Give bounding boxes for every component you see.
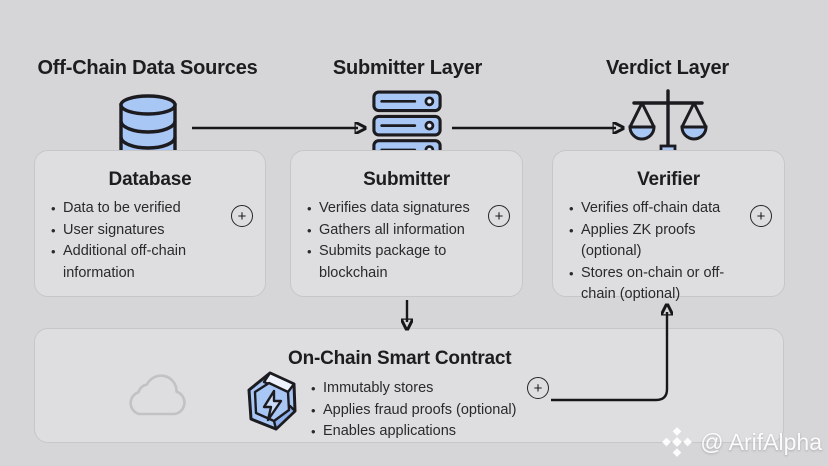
card-submitter: Submitter Verifies data signatures Gathe… [290,150,523,297]
bullet-item: Enables applications [311,421,516,443]
header-submitter-layer: Submitter Layer [332,57,483,79]
card-contract-title: On-Chain Smart Contract [288,348,512,369]
bullet-item: Applies ZK proofs (optional) [569,220,750,263]
bullet-item: Verifies off-chain data [569,198,750,220]
card-verifier: Verifier Verifies off-chain data Applies… [552,150,785,302]
card-contract-bullets: Immutably stores Applies fraud proofs (o… [311,378,516,443]
plus-expand-icon[interactable]: + [488,205,510,227]
card-verifier-bullets: Verifies off-chain data Applies ZK proof… [553,198,784,306]
watermark-text: @ ArifAlpha [700,428,822,455]
bullet-item: Immutably stores [311,378,516,400]
card-submitter-bullets: Verifies data signatures Gathers all inf… [291,198,522,284]
header-verdict-layer: Verdict Layer [605,57,730,79]
smart-contract-hexagon-icon [247,371,297,431]
header-offchain-data-sources: Off-Chain Data Sources [37,57,258,79]
justice-scales-icon [628,89,708,162]
bullet-item: User signatures [51,220,231,242]
bullet-item: Stores on-chain or off-chain (optional) [569,263,750,306]
cloud-icon [129,374,186,416]
bullet-item: Gathers all information [307,220,488,242]
bullet-item: Additional off-chain information [51,241,231,284]
card-database-title: Database [108,169,192,190]
card-database: Database Data to be verified User signat… [34,150,266,297]
card-database-bullets: Data to be verified User signatures Addi… [35,198,265,284]
plus-expand-icon[interactable]: + [527,377,549,399]
plus-expand-icon[interactable]: + [231,205,253,227]
card-verifier-title: Verifier [637,169,700,190]
bullet-item: Verifies data signatures [307,198,488,220]
plus-expand-icon[interactable]: + [750,205,772,227]
card-submitter-title: Submitter [363,169,450,190]
bullet-item: Data to be verified [51,198,231,220]
bullet-item: Submits package to blockchain [307,241,488,284]
bullet-item: Applies fraud proofs (optional) [311,400,516,422]
watermark: @ ArifAlpha [660,425,822,459]
binance-logo-icon [662,427,693,457]
